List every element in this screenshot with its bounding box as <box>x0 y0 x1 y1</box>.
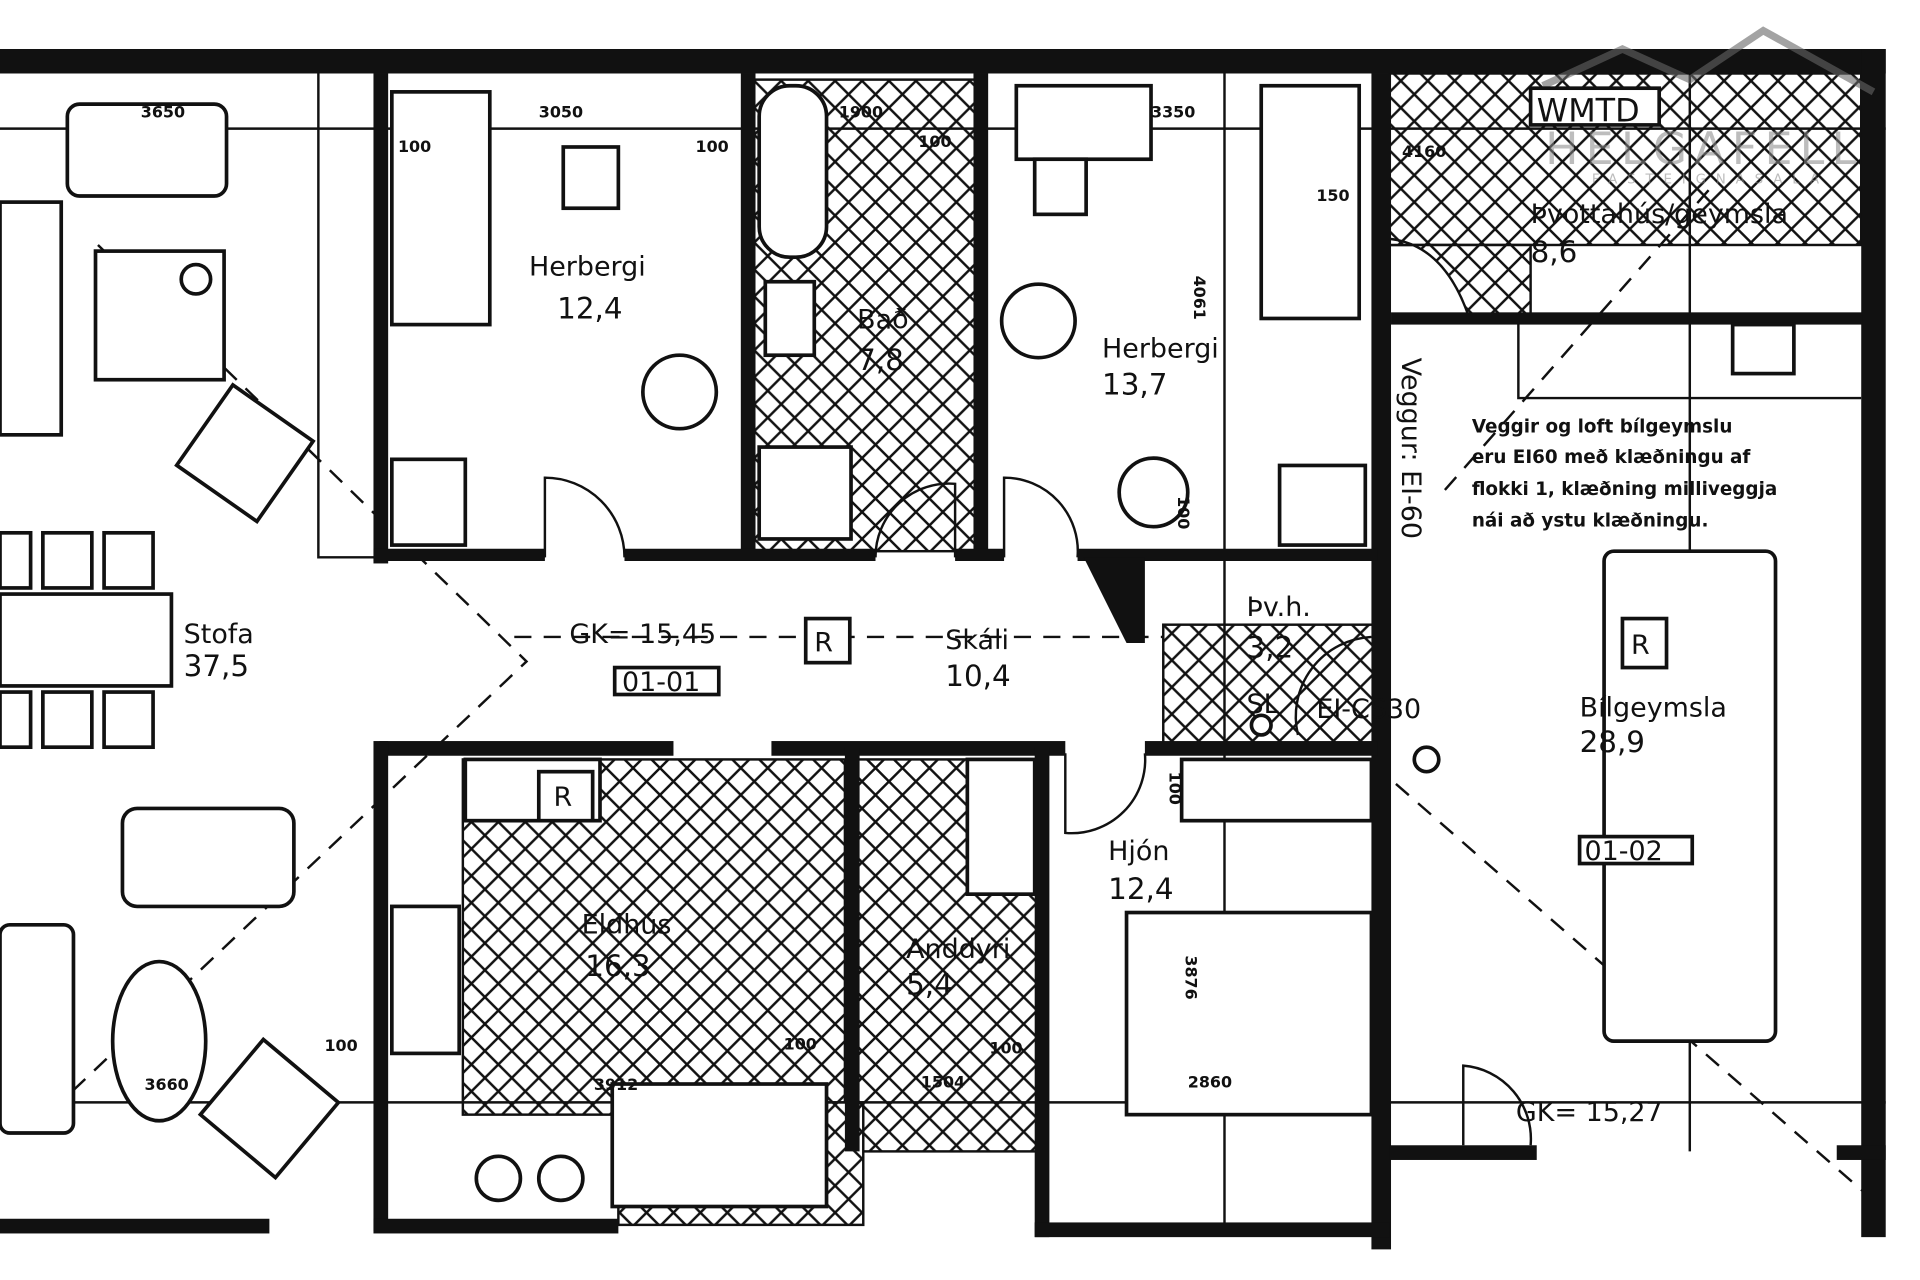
unit-number-garage: 01-02 <box>1584 836 1662 867</box>
dimension: 100 <box>324 1036 357 1055</box>
room-area: 10,4 <box>945 659 1010 693</box>
r-marker: R <box>1631 630 1650 661</box>
refrigerator-markers: R R R <box>536 616 1669 823</box>
room-name: Þv.h. <box>1247 592 1311 623</box>
dimension: 3660 <box>144 1075 188 1094</box>
dimension: 3876 <box>1181 955 1200 999</box>
dimension: 3050 <box>539 103 583 122</box>
room-area: 5,4 <box>906 968 953 1002</box>
dimension: 100 <box>696 137 729 156</box>
floor-level-garage: GK= 15,27 <box>1516 1097 1663 1128</box>
note-line: Veggir og loft bílgeymslu <box>1472 416 1733 437</box>
room-name: Þvottahús/geymsla <box>1531 199 1788 230</box>
room-area: 7,8 <box>857 343 904 377</box>
r-marker: R <box>553 782 572 813</box>
dimension: 100 <box>918 132 951 151</box>
dimension: 3350 <box>1151 103 1195 122</box>
dimension: 1900 <box>839 103 883 122</box>
room-name: Bað <box>857 304 908 335</box>
room-area: 13,7 <box>1102 367 1167 401</box>
room-name: Skáli <box>945 625 1009 656</box>
unit-number-main: 01-01 <box>622 667 700 698</box>
room-area: 8,6 <box>1531 235 1578 269</box>
logo-initials: WMTD <box>1537 91 1640 129</box>
room-name: Eldhús <box>582 909 672 940</box>
room-name: Herbergi <box>529 252 646 283</box>
room-area: 12,4 <box>557 291 622 325</box>
note-line: flokki 1, klæðning milliveggja <box>1472 479 1777 500</box>
dimension: 150 <box>1316 186 1349 205</box>
room-name: Stofa <box>184 619 254 650</box>
dimension: 2860 <box>1188 1073 1232 1092</box>
dimension: 3912 <box>594 1075 638 1094</box>
fire-wall-rating: Veggur: EI-60 <box>1395 358 1426 539</box>
helgafell-logo: WMTD HELGAFELL FASTEIGNASALA <box>1528 26 1876 188</box>
fire-door-rating: EI-CS30 <box>1316 694 1421 725</box>
fire-note: Veggir og loft bílgeymslu eru EI60 með k… <box>1472 416 1777 531</box>
dimension: 100 <box>784 1035 817 1054</box>
dimension: 100 <box>989 1038 1022 1057</box>
furniture <box>0 83 1796 1209</box>
room-name: Bílgeymsla <box>1580 693 1727 724</box>
dimensions: 3650 3050 100 1900 100 3350 150 4160 406… <box>141 103 1446 1095</box>
dimension: 4061 <box>1190 276 1209 320</box>
room-area: 37,5 <box>184 649 249 683</box>
note-line: nái að ystu klæðningu. <box>1472 511 1709 532</box>
room-area: 28,9 <box>1580 725 1645 759</box>
doors <box>543 476 1533 1146</box>
dimension: 4160 <box>1402 142 1446 161</box>
dimension: 100 <box>1165 772 1184 805</box>
room-labels: Herbergi 12,4 Bað 7,8 Herbergi 13,7 Þvot… <box>184 199 1788 1002</box>
note-line: eru EI60 með klæðningu af <box>1472 447 1752 468</box>
floor-level-main: GK= 15,45 <box>569 619 716 650</box>
room-name: Hjón <box>1108 836 1169 867</box>
annotations: GK= 15,45 GK= 15,27 01-01 01-02 EI-CS30 … <box>569 358 1695 1128</box>
dimension: 1504 <box>921 1073 965 1092</box>
logo-tagline: FASTEIGNASALA <box>1592 172 1829 188</box>
dimension: 100 <box>1174 496 1193 529</box>
r-marker: R <box>814 628 833 659</box>
dimension: 3650 <box>141 103 185 122</box>
logo-name: HELGAFELL <box>1545 124 1863 175</box>
room-name: Herbergi <box>1102 334 1219 365</box>
dimension: 100 <box>398 137 431 156</box>
room-area: 12,4 <box>1108 872 1173 906</box>
room-area: 16,3 <box>585 949 650 983</box>
room-name: Anddyri <box>906 934 1010 965</box>
room-area: 3,2 <box>1247 631 1294 665</box>
